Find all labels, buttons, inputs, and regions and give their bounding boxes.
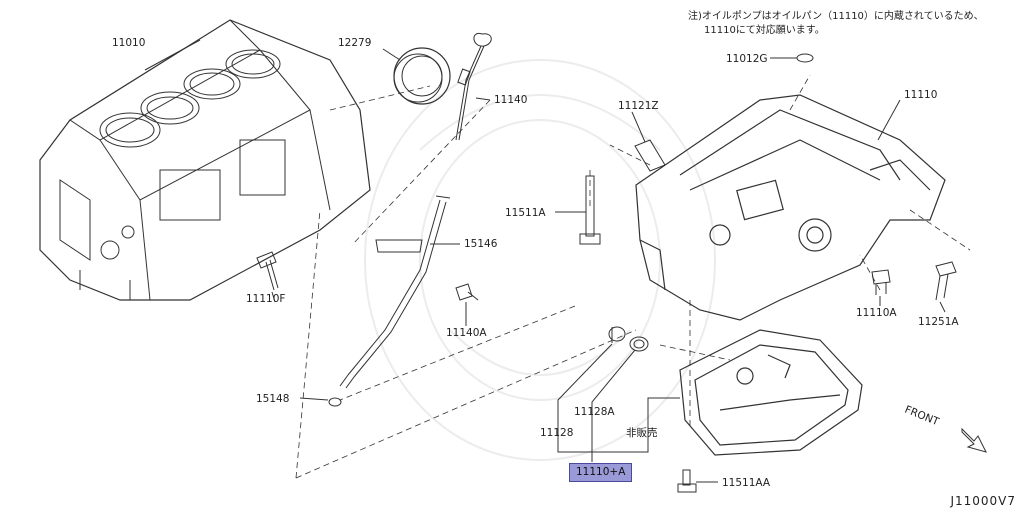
note-line-2: 11110にて対応願います。 <box>704 25 825 36</box>
label-11140: 11140 <box>494 94 527 106</box>
leader-11110 <box>877 99 901 141</box>
leader-15148 <box>299 397 329 401</box>
label-11511aa: 11511AA <box>722 477 771 489</box>
label-11128: 11128 <box>540 427 573 439</box>
bolt-11251a <box>935 261 957 301</box>
dipstick-11140 <box>455 32 492 141</box>
o-ring-15148 <box>328 397 342 407</box>
label-11010: 11010 <box>112 37 145 49</box>
leader-11121z <box>631 111 646 143</box>
diagram-id: J11000V7 <box>950 494 1016 508</box>
label-11110: 11110 <box>904 89 937 101</box>
label-11110a: 11110A <box>856 307 897 319</box>
label-11140a: 11140A <box>446 327 487 339</box>
leader-11251a <box>939 301 946 313</box>
label-12279: 12279 <box>338 37 371 49</box>
bolt-11140a <box>455 283 479 301</box>
stud-11121z <box>634 139 666 172</box>
label-11121z: 11121Z <box>618 100 659 112</box>
bolt-11511aa <box>677 469 697 493</box>
label-not-sold: 非販売 <box>626 426 658 439</box>
label-11128a: 11128A <box>574 406 615 418</box>
assembly-dashed-lines <box>295 74 971 479</box>
o-ring-11012g <box>796 53 814 63</box>
assembly-part-11110-a[interactable]: 11110+A <box>569 463 633 482</box>
guide-tube-15146 <box>339 195 451 389</box>
engine-block-11010 <box>39 19 371 301</box>
leader-12279 <box>382 48 401 61</box>
bolt-11110f <box>256 251 279 291</box>
leader-11140 <box>475 97 491 101</box>
label-15146: 15146 <box>464 238 498 250</box>
lower-oil-pan <box>679 329 863 456</box>
label-11110f: 11110F <box>246 293 285 305</box>
washer-11128a <box>629 336 649 352</box>
plug-11110a <box>871 269 891 295</box>
label-11012g: 11012G <box>726 53 768 65</box>
label-front: FRONT <box>903 404 941 429</box>
assembly-bracket <box>557 343 680 462</box>
oil-seal-12279 <box>393 47 451 105</box>
label-11511a: 11511A <box>505 207 546 219</box>
note-line-1: 注)オイルポンプはオイルパン（11110）に内蔵されているため、 <box>688 11 984 22</box>
drain-plug-11128 <box>608 326 626 343</box>
leader-11010 <box>144 39 201 71</box>
label-15148: 15148 <box>256 393 289 405</box>
watermark-crest <box>364 59 716 461</box>
oil-pan-11110 <box>635 94 946 321</box>
bolt-11511a <box>579 175 601 245</box>
label-11251a: 11251A <box>918 316 959 328</box>
leader-11110f <box>271 291 276 303</box>
front-arrow-icon <box>961 427 987 453</box>
